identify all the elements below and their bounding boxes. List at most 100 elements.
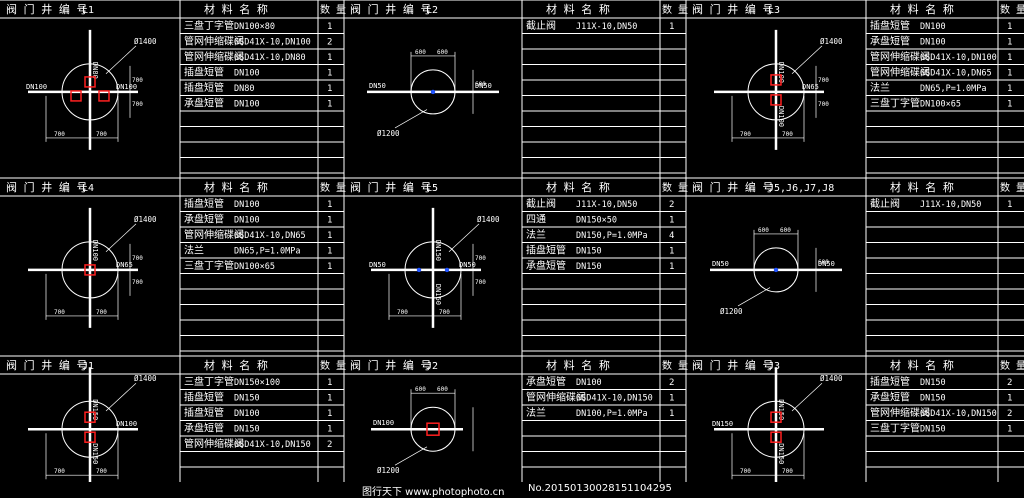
material-name: 法兰 <box>870 81 890 94</box>
material-spec: DN150 <box>920 425 946 435</box>
diameter-leader <box>448 223 480 252</box>
quantity-header: 数 量 <box>1000 3 1024 16</box>
material-qty: 1 <box>327 378 332 388</box>
dimension-value: 600 <box>475 81 486 88</box>
material-name-header: 材 料 名 称 <box>546 358 610 372</box>
butterfly-valve-marker <box>84 431 96 443</box>
butterfly-valve-marker <box>770 74 782 86</box>
material-name: 管网伸缩碟阀 <box>184 50 244 63</box>
well-diameter-label: Ø1400 <box>134 374 157 383</box>
pipe-label-right: DN65 <box>116 261 133 269</box>
material-name: 承盘短管 <box>526 375 566 388</box>
well-code: J1 <box>82 361 94 372</box>
pipe-label-left: DN100 <box>26 83 47 91</box>
dimension-value: 700 <box>96 131 107 138</box>
material-spec: DN150×100 <box>234 378 280 388</box>
dimension-value: 600 <box>437 49 448 56</box>
material-qty: 1 <box>327 84 332 94</box>
dimension-value: 700 <box>132 77 143 84</box>
material-spec: J11X-10,DN50 <box>576 200 637 210</box>
material-qty: 1 <box>327 409 332 419</box>
material-spec: DN150 <box>234 394 260 404</box>
quantity-header: 数 量 <box>1000 359 1024 372</box>
material-qty: 1 <box>1007 53 1012 63</box>
material-name: 承盘短管 <box>870 35 910 48</box>
material-qty: 1 <box>1007 84 1012 94</box>
material-name-header: 材 料 名 称 <box>546 2 610 16</box>
pipe-label-down: DN150 <box>434 284 442 305</box>
stop-valve-marker <box>430 89 436 95</box>
butterfly-valve-marker <box>84 411 96 423</box>
material-spec: DN150 <box>576 262 602 272</box>
pipe-label-up: DN100 <box>777 62 785 83</box>
well-diameter-label: Ø1400 <box>820 374 843 383</box>
material-name: 管网伸缩碟阀 <box>870 66 930 79</box>
dimension-value: 700 <box>740 131 751 138</box>
material-spec: DN80 <box>234 84 254 94</box>
material-qty: 1 <box>327 216 332 226</box>
dimension-value: 700 <box>475 279 486 286</box>
diameter-leader <box>737 287 771 307</box>
material-spec: DN65,P=1.0MPa <box>920 84 987 94</box>
material-spec: DN100 <box>920 38 946 48</box>
dimension-value: 700 <box>782 468 793 475</box>
dimension-value: 700 <box>96 309 107 316</box>
well-code: J5,J6,J7,J8 <box>768 183 834 194</box>
well-diameter-label: Ø1400 <box>477 215 500 224</box>
material-qty: 1 <box>327 425 332 435</box>
well-code: L2 <box>426 5 438 16</box>
dimension-value: 700 <box>96 468 107 475</box>
material-qty: 1 <box>327 22 332 32</box>
well-diameter-label: Ø1400 <box>134 215 157 224</box>
butterfly-valve-marker <box>426 422 440 436</box>
dimension-value: 700 <box>818 101 829 108</box>
material-name: 插盘短管 <box>184 81 224 94</box>
well-number-label: 阀 门 井 编 号 <box>692 180 774 194</box>
dimension-value: 700 <box>439 309 450 316</box>
material-qty: 1 <box>327 69 332 79</box>
diameter-leader <box>105 382 137 412</box>
material-name: 四通 <box>526 214 546 226</box>
material-name: 截止阀 <box>526 197 556 210</box>
material-qty: 2 <box>1007 409 1012 419</box>
butterfly-valve-marker <box>84 264 96 276</box>
dimension-value: 700 <box>740 468 751 475</box>
material-name: 管网伸缩碟阀 <box>184 35 244 48</box>
material-name: 法兰 <box>184 244 204 257</box>
well-number-label: 阀 门 井 编 号 <box>692 2 774 16</box>
well-code: L3 <box>768 5 780 16</box>
well-number-label: 阀 门 井 编 号 <box>350 2 432 16</box>
dimension-value: 700 <box>132 279 143 286</box>
pipe-label-left: DN50 <box>369 82 386 90</box>
material-spec: GSD41X-10,DN65 <box>920 69 992 79</box>
pipe-label-left: DN150 <box>712 420 733 428</box>
well-number-label: 阀 门 井 编 号 <box>692 358 774 372</box>
material-name: 插盘短管 <box>184 391 224 404</box>
material-spec: DN100,P=1.0MPa <box>576 409 648 419</box>
well-diameter-label: Ø1400 <box>820 37 843 46</box>
material-spec: J11X-10,DN50 <box>920 200 981 210</box>
quantity-header: 数 量 <box>662 181 688 194</box>
watermark-bar: 图行天下 www.photophoto.cn No.20150130028151… <box>0 482 1024 498</box>
material-spec: GSD41X-10,DN100 <box>920 53 997 63</box>
dimension-value: 700 <box>54 309 65 316</box>
stop-valve-marker <box>416 267 422 273</box>
pipe-label-right: DN50 <box>475 82 492 90</box>
material-spec: DN100 <box>234 200 260 210</box>
material-qty: 1 <box>669 262 674 272</box>
dimension-value: 600 <box>415 49 426 56</box>
pipe-label-up: DN100 <box>91 240 99 261</box>
material-qty: 1 <box>327 231 332 241</box>
material-qty: 1 <box>669 216 674 226</box>
dimension-value: 700 <box>54 131 65 138</box>
material-name: 法兰 <box>526 228 546 241</box>
